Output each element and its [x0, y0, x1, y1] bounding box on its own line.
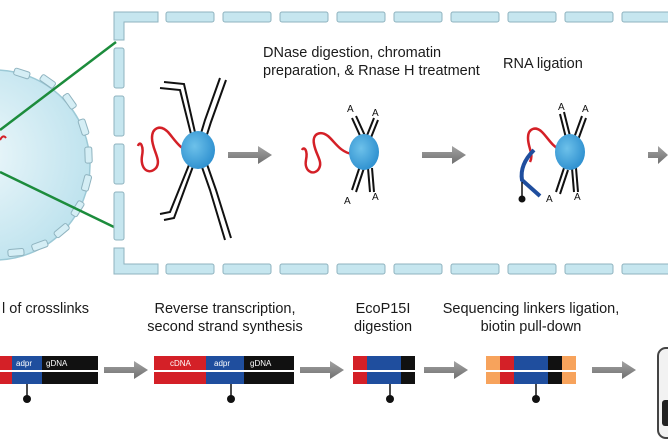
end-a-1: A [347, 104, 354, 115]
rna-strand [136, 126, 193, 173]
label-reverse-transcription-line1: Reverse transcription, [154, 301, 296, 317]
arrow-4 [104, 361, 148, 379]
adaptor-bridge [519, 148, 542, 198]
protein-blob [181, 131, 215, 169]
biotin-dot [532, 395, 540, 403]
construct-4 [486, 356, 576, 403]
label-sequencing-line1: Sequencing linkers ligation, [442, 301, 620, 317]
segment-gdna: gDNA [46, 359, 68, 368]
nucleus-red-strand [0, 135, 7, 141]
biotin-dot [386, 395, 394, 403]
arrow-7 [592, 361, 636, 379]
segment-cdna: cDNA [170, 359, 192, 368]
zoom-line-top [0, 41, 117, 131]
digested-complex: A A A A [300, 104, 379, 207]
segment-adpr: adpr [16, 359, 32, 368]
label-reverse-transcription-line2: second strand synthesis [147, 319, 303, 335]
end-a-3: A [344, 196, 351, 207]
end-a-7: A [546, 194, 553, 205]
end-a-6: A [582, 104, 589, 115]
crosslinked-complex [136, 77, 232, 241]
arrow-2 [422, 146, 466, 164]
arrow-6 [424, 361, 468, 379]
end-a-4: A [372, 192, 379, 203]
segment-gdna: gDNA [250, 359, 272, 368]
rna-strand [526, 127, 561, 163]
label-sequencing-line2: biotin pull-down [480, 319, 582, 335]
end-a-5: A [558, 102, 565, 113]
construct-1: adpr gDNA [0, 356, 98, 403]
arrow-5 [300, 361, 344, 379]
label-dnase-line1: DNase digestion, chromatin [263, 45, 442, 61]
nucleus [0, 67, 93, 261]
biotin-dot [23, 395, 31, 403]
protein-blob [349, 134, 379, 170]
label-ecop15i-line1: EcoP15I [355, 301, 411, 317]
ligated-complex: A A A A [518, 102, 589, 205]
end-a-8: A [574, 192, 581, 203]
biotin-dot [518, 195, 526, 203]
protein-blob [555, 134, 585, 170]
rna-strand [300, 132, 353, 174]
label-reversal: l of crosslinks [2, 301, 90, 317]
end-a-2: A [372, 108, 379, 119]
construct-3 [353, 356, 415, 403]
label-dnase-line2: preparation, & Rnase H treatment [263, 63, 480, 79]
label-ecop15i-line2: digestion [353, 319, 413, 335]
biotin-dot [227, 395, 235, 403]
segment-adpr: adpr [214, 359, 230, 368]
arrow-3 [648, 146, 668, 164]
zoom-line-bottom [0, 170, 117, 230]
arrow-1 [228, 146, 272, 164]
construct-2: cDNA adpr gDNA [154, 356, 294, 403]
label-rna-ligation: RNA ligation [503, 56, 583, 72]
zoom-frame [113, 11, 668, 275]
sequencer-device [657, 347, 668, 439]
